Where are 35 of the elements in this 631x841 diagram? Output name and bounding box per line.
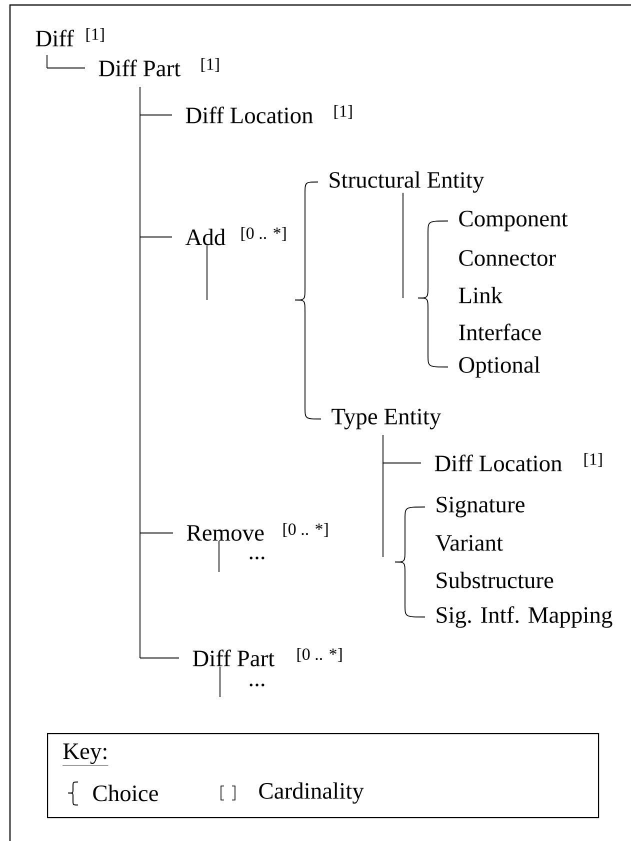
tree-connector [140,86,180,658]
legend-label: Choice [93,784,158,802]
cardinality-label: [0 .. *] [241,226,286,242]
ellipsis: ... [250,556,264,560]
tree-label: Component [459,210,568,232]
cardinality-label: [1] [334,104,352,120]
tree-label: Diff [36,30,74,46]
stub-line [402,192,404,298]
tree-label: Connector [459,250,556,266]
cardinality-label: [1] [201,58,219,72]
cardinality-label: [1] [584,452,602,468]
cardinality-label: [1] [86,28,104,42]
tree-label: Sig. Intf. Mapping [436,606,612,628]
cardinality-label: [0 .. *] [297,648,342,662]
tree-label: Add [185,228,226,246]
stub-line [218,540,220,572]
cardinality-label: [0 .. *] [283,522,328,538]
tree-label: Diff Part [192,650,274,666]
tree-label: Type Entity [332,408,442,430]
tree-label: Link [458,286,503,304]
tree-label: Diff Part [98,60,180,76]
tree-label: Optional [459,356,540,378]
tree-label: Remove [186,525,264,541]
tree-connector [382,434,422,558]
tree-label: Substructure [436,572,554,588]
stub-line [206,245,208,300]
tree-label: Diff Location [186,106,313,124]
ellipsis: ... [250,684,264,686]
tree-connector [46,54,86,68]
tree-label: Variant [435,535,503,551]
tree-label: Interface [459,324,541,340]
tree-label: Signature [436,496,524,518]
tree-label: Diff Location [434,454,562,472]
tree-label: Structural Entity [330,171,484,193]
legend-label: Cardinality [259,782,364,804]
